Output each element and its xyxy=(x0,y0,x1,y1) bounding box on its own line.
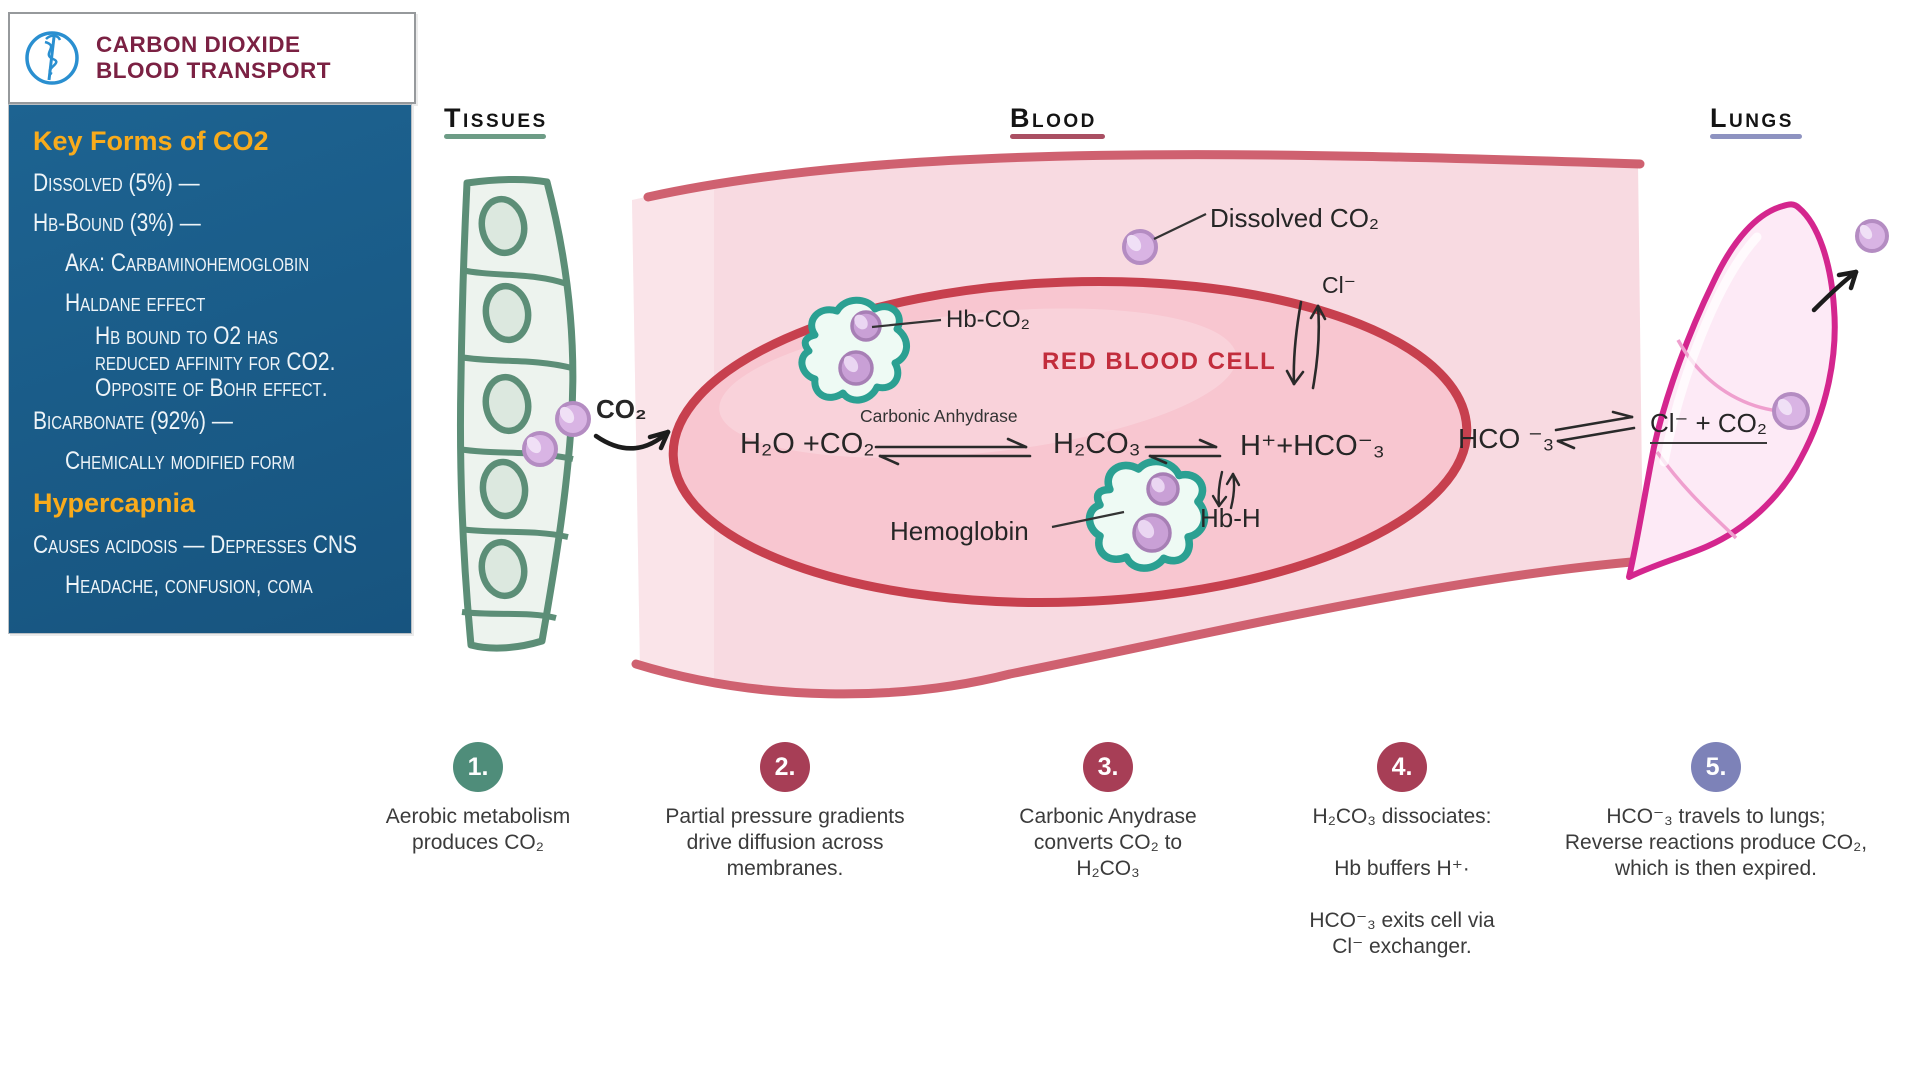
step-2: 2. Partial pressure gradients drive diff… xyxy=(625,742,945,882)
step-1-text: Aerobic metabolism produces CO₂ xyxy=(385,805,571,854)
sidebar-line-aka: Aka: Carbaminohemoglobin xyxy=(65,249,310,277)
pointer-lines xyxy=(871,213,1207,529)
section-header-lungs: Lungs xyxy=(1710,104,1802,139)
lungs-underline xyxy=(1710,134,1802,139)
step-4: 4. H₂CO₃ dissociates: Hb buffers H⁺· HCO… xyxy=(1262,742,1542,960)
step-1: 1. Aerobic metabolism produces CO₂ xyxy=(318,742,638,856)
step-5-badge: 5. xyxy=(1691,742,1741,792)
hypercapnia-heading: Hypercapnia xyxy=(33,488,196,518)
medical-staff-logo-icon xyxy=(22,28,82,88)
sidebar-line-chem-modified: Chemically modified form xyxy=(65,447,295,475)
red-blood-cell-label: RED BLOOD CELL xyxy=(1042,348,1277,375)
sidebar-line-dissolved: Dissolved (5%) — xyxy=(33,169,200,197)
equation-carbonic-acid-label: H₂CO₃ xyxy=(1053,428,1141,460)
sidebar-line-haldane-detail3: Opposite of Bohr effect. xyxy=(95,374,328,402)
step-3-badge: 3. xyxy=(1083,742,1133,792)
equilibrium-arrow-icon xyxy=(874,410,1636,466)
blood-underline xyxy=(1010,134,1105,139)
lung-graphic xyxy=(1626,201,1838,580)
step-4-badge: 4. xyxy=(1377,742,1427,792)
co2-bubble-highlight xyxy=(526,224,1873,454)
step-5-text: HCO⁻₃ travels to lungs; Reverse reaction… xyxy=(1564,805,1868,880)
carbonic-anhydrase-label: Carbonic Anhydrase xyxy=(860,406,1018,426)
poster-title: CARBON DIOXIDE BLOOD TRANSPORT xyxy=(96,32,331,84)
chloride-exchanger-icon xyxy=(1285,300,1327,390)
step-2-badge: 2. xyxy=(760,742,810,792)
step-3: 3. Carbonic Anydrase converts CO₂ to H₂C… xyxy=(948,742,1268,882)
step-4-text: H₂CO₃ dissociates: Hb buffers H⁺· HCO⁻₃ … xyxy=(1309,805,1495,958)
chloride-co2-label: Cl⁻ + CO₂ xyxy=(1650,408,1767,444)
section-label-blood: Blood xyxy=(1010,103,1097,133)
poster-title-line1: CARBON DIOXIDE xyxy=(96,32,301,57)
step-3-text: Carbonic Anydrase converts CO₂ to H₂CO₃ xyxy=(1019,805,1197,880)
co2-entry-arrow-icon xyxy=(593,429,671,451)
hb-h-label: Hb-H xyxy=(1200,503,1261,533)
key-forms-heading: Key Forms of CO2 xyxy=(33,126,269,156)
section-label-lungs: Lungs xyxy=(1710,103,1794,133)
equation-products-label: H⁺+HCO⁻₃ xyxy=(1240,430,1385,462)
hco3-label: HCO ⁻₃ xyxy=(1458,423,1555,454)
sidebar-line-hb-bound: Hb-Bound (3%) — xyxy=(33,209,201,237)
sidebar-line-haldane-detail1: Hb bound to O2 has xyxy=(95,322,279,350)
section-label-tissues: Tissues xyxy=(444,103,548,133)
sidebar-line-bicarbonate: Bicarbonate (92%) — xyxy=(33,407,233,435)
tissues-underline xyxy=(444,134,546,139)
section-header-blood: Blood xyxy=(1010,104,1105,139)
key-facts-panel: Key Forms of CO2 Dissolved (5%) — Hb-Bou… xyxy=(8,104,412,634)
equation-reactants-label: H₂O +CO₂ xyxy=(740,428,875,460)
hbh-exchanger-icon xyxy=(1211,470,1241,510)
co2-entry-label: CO₂ xyxy=(596,394,647,424)
hemoglobin-label: Hemoglobin xyxy=(890,516,1029,546)
chloride-label: Cl⁻ xyxy=(1322,272,1356,298)
poster-title-line2: BLOOD TRANSPORT xyxy=(96,58,331,83)
sidebar-line-headache: Headache, confusion, coma xyxy=(65,571,313,599)
sidebar-line-acidosis: Causes acidosis — Depresses CNS xyxy=(33,531,358,559)
step-1-badge: 1. xyxy=(453,742,503,792)
step-2-text: Partial pressure gradients drive diffusi… xyxy=(665,805,905,880)
co2-bubble-highlight xyxy=(843,314,1165,539)
tissue-graphic xyxy=(456,175,577,652)
sidebar-line-haldane-detail2: reduced affinity for CO2. xyxy=(95,348,336,376)
hb-co2-label: Hb-CO₂ xyxy=(946,306,1030,333)
dissolved-co2-label: Dissolved CO₂ xyxy=(1210,203,1380,233)
step-5: 5. HCO⁻₃ travels to lungs; Reverse react… xyxy=(1516,742,1916,882)
exhale-arrow-icon xyxy=(1811,269,1859,313)
sidebar-line-haldane: Haldane effect xyxy=(65,289,206,317)
tissue-cell-nuclei xyxy=(478,195,532,600)
section-header-tissues: Tissues xyxy=(444,104,548,139)
header-card: CARBON DIOXIDE BLOOD TRANSPORT xyxy=(8,12,416,104)
